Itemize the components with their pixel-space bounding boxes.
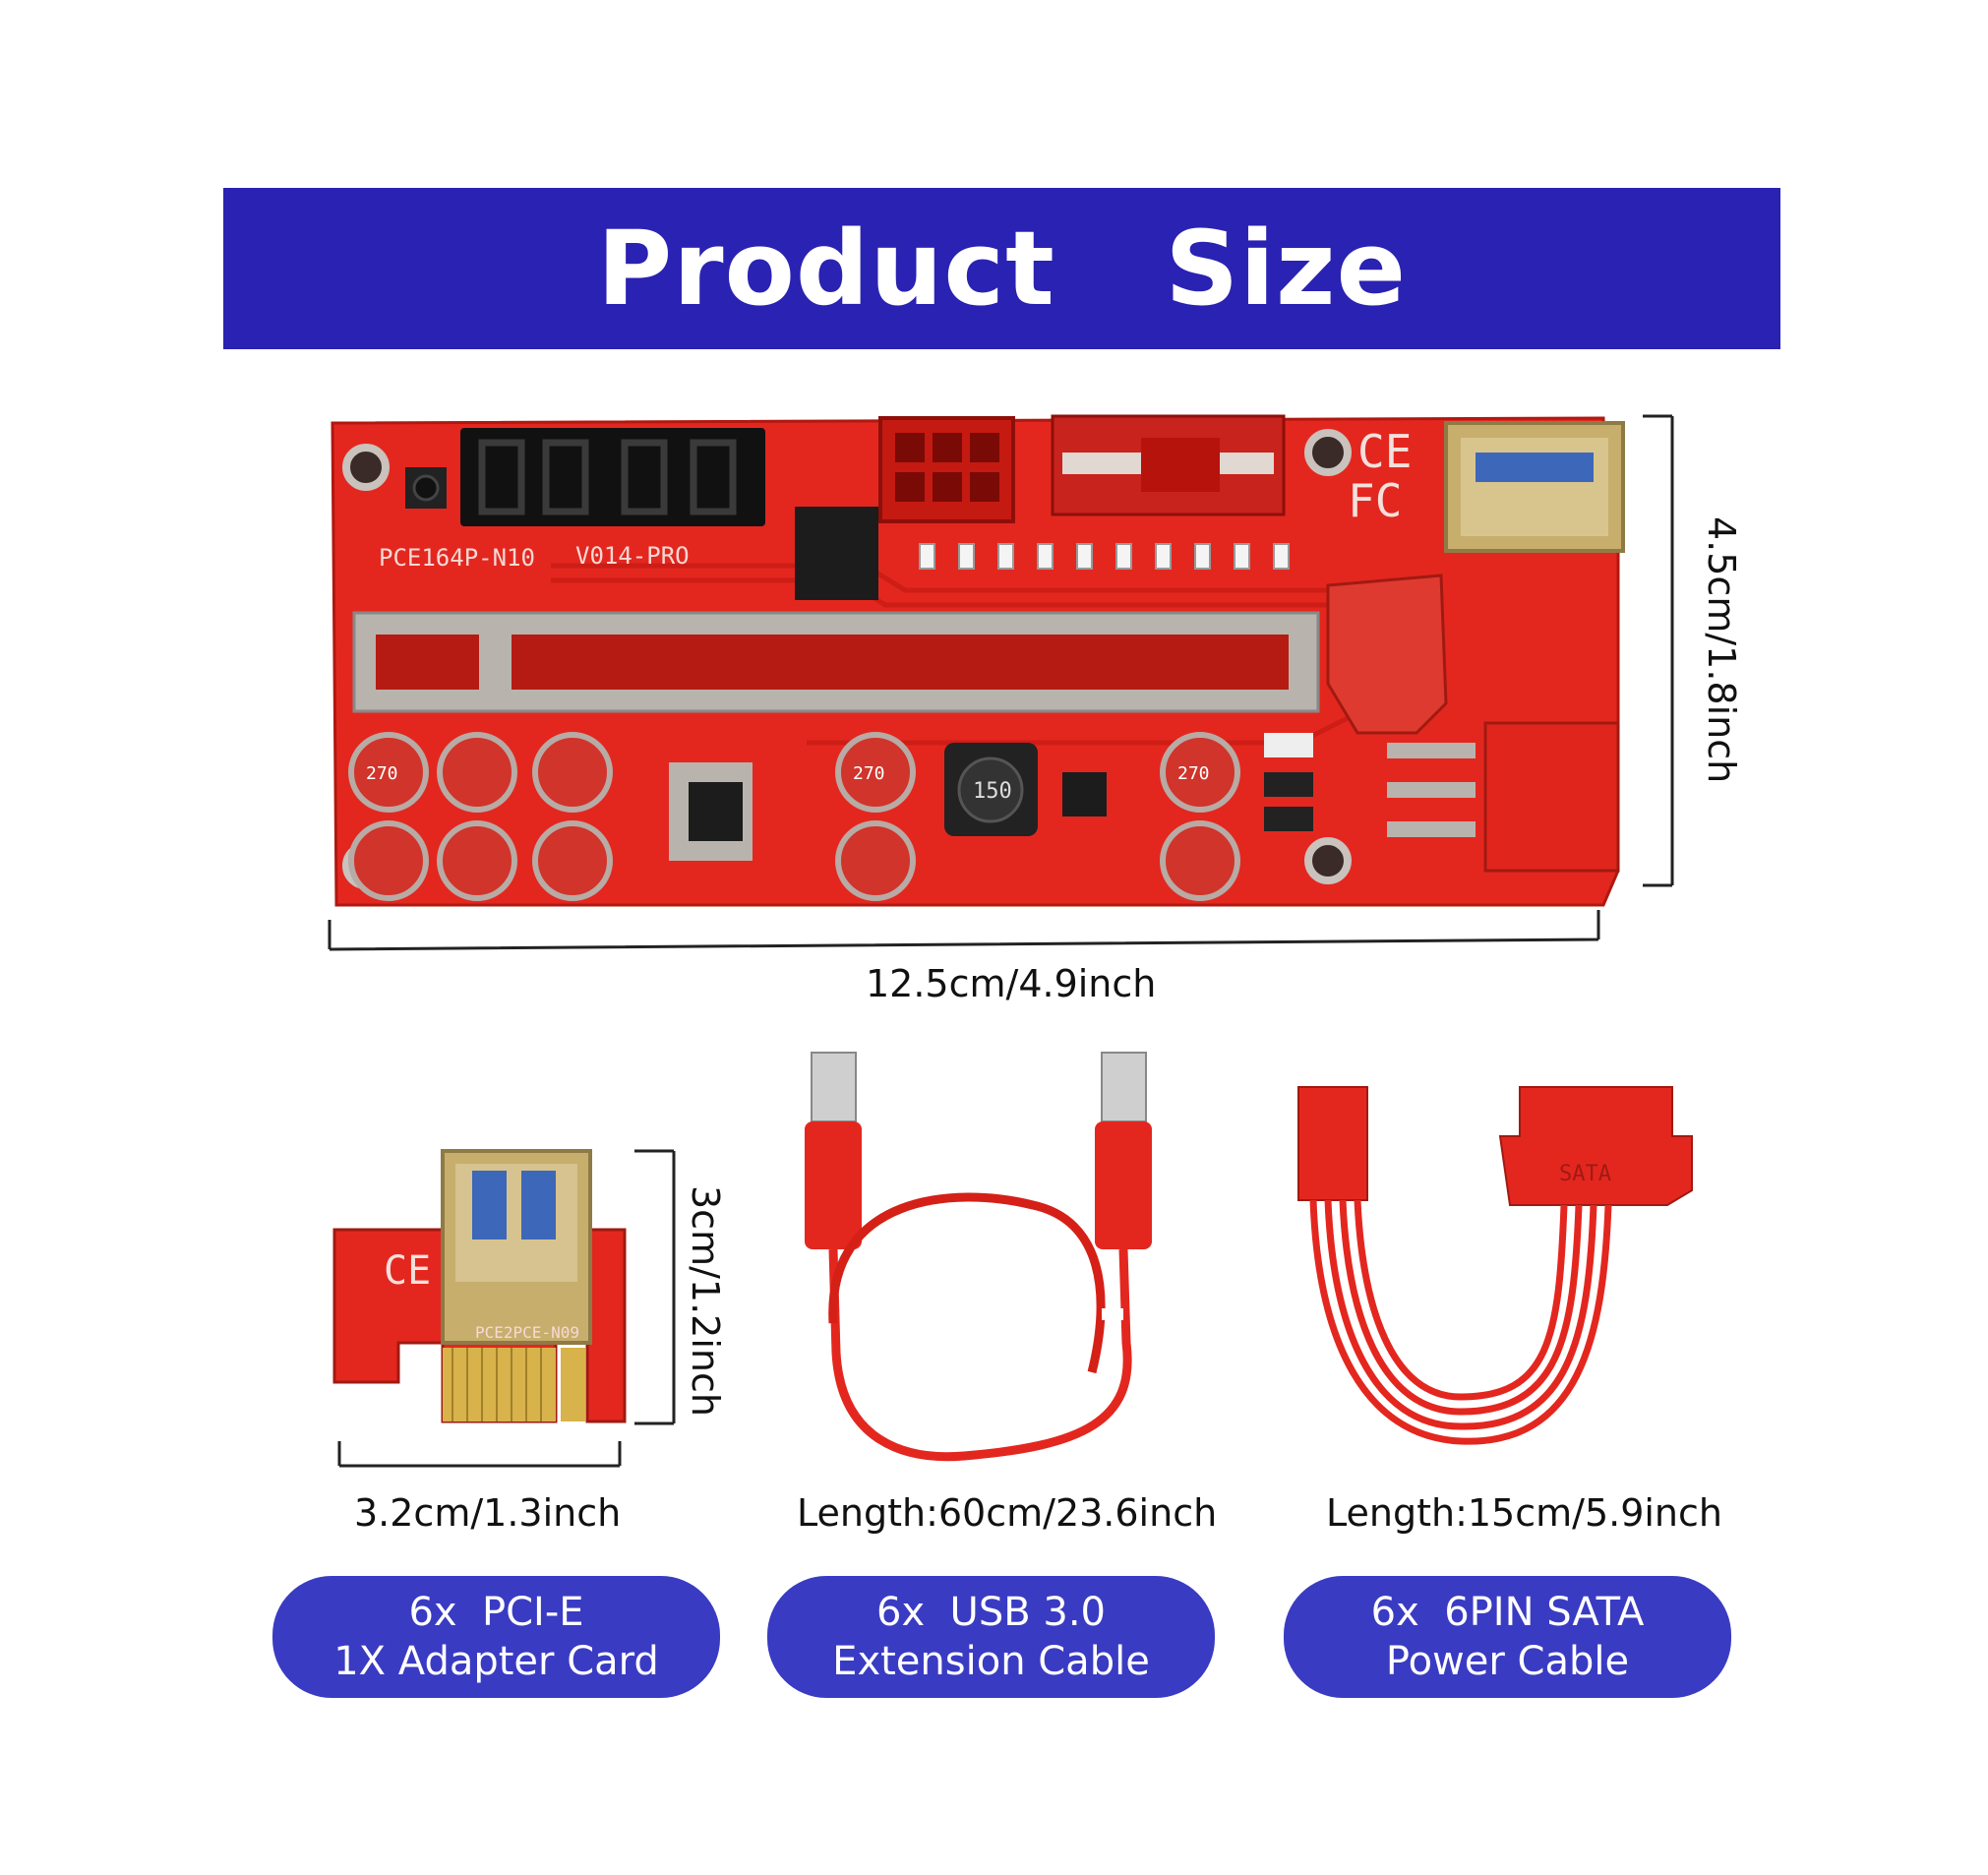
adapter-height-label: 3cm/1.2inch — [684, 1185, 727, 1417]
adapter-width-label: 3.2cm/1.3inch — [354, 1491, 622, 1535]
capacitor-value-text: 270 — [853, 763, 885, 784]
sata-cable-length-label: Length:15cm/5.9inch — [1326, 1491, 1722, 1535]
pill-usb-line2: Extension Cable — [832, 1639, 1150, 1684]
board-model-label: PCE164P-N10 — [379, 544, 535, 572]
pill-pcie-adapter: 6x PCI-E 1X Adapter Card — [272, 1576, 720, 1698]
adapter-card-image: CE PCE2PCE-N09 — [332, 1149, 627, 1423]
usb-cable-length-label: Length:60cm/23.6inch — [797, 1491, 1218, 1535]
pill-pcie-line2: 1X Adapter Card — [333, 1639, 659, 1684]
capacitor-value-text: 270 — [1177, 763, 1210, 784]
svg-text:FC: FC — [1348, 474, 1402, 527]
capacitors: 270 270 270 — [348, 732, 1240, 901]
svg-text:CE: CE — [1357, 425, 1412, 478]
pill-usb-line1: 6x USB 3.0 — [876, 1590, 1106, 1635]
sata-cable-image: SATA — [1297, 1086, 1693, 1445]
inductor-label: 150 — [973, 779, 1012, 804]
adapter-model-label: PCE2PCE-N09 — [475, 1323, 579, 1342]
pill-usb-cable: 6x USB 3.0 Extension Cable — [767, 1576, 1215, 1698]
adapter-dimension-lines — [337, 1149, 676, 1468]
banner-title: Product Size — [596, 209, 1408, 329]
product-size-banner: Product Size — [223, 188, 1780, 349]
usb-cable-image — [805, 1052, 1152, 1462]
board-width-label: 12.5cm/4.9inch — [866, 962, 1157, 1005]
pill-sata-cable: 6x 6PIN SATA Power Cable — [1284, 1576, 1731, 1698]
pill-sata-line2: Power Cable — [1385, 1639, 1630, 1684]
board-version-label: V014-PRO — [575, 542, 690, 570]
pill-pcie-line1: 6x PCI-E — [408, 1590, 584, 1635]
svg-text:CE: CE — [384, 1248, 431, 1294]
riser-board-image: PCE164P-N10 V014-PRO CE FC 270 — [331, 414, 1625, 907]
capacitor-value-text: 270 — [366, 763, 398, 784]
board-height-label: 4.5cm/1.8inch — [1700, 516, 1743, 784]
pill-sata-line1: 6x 6PIN SATA — [1370, 1590, 1645, 1635]
sata-label: SATA — [1559, 1162, 1611, 1186]
board-dimension-lines — [328, 414, 1674, 951]
